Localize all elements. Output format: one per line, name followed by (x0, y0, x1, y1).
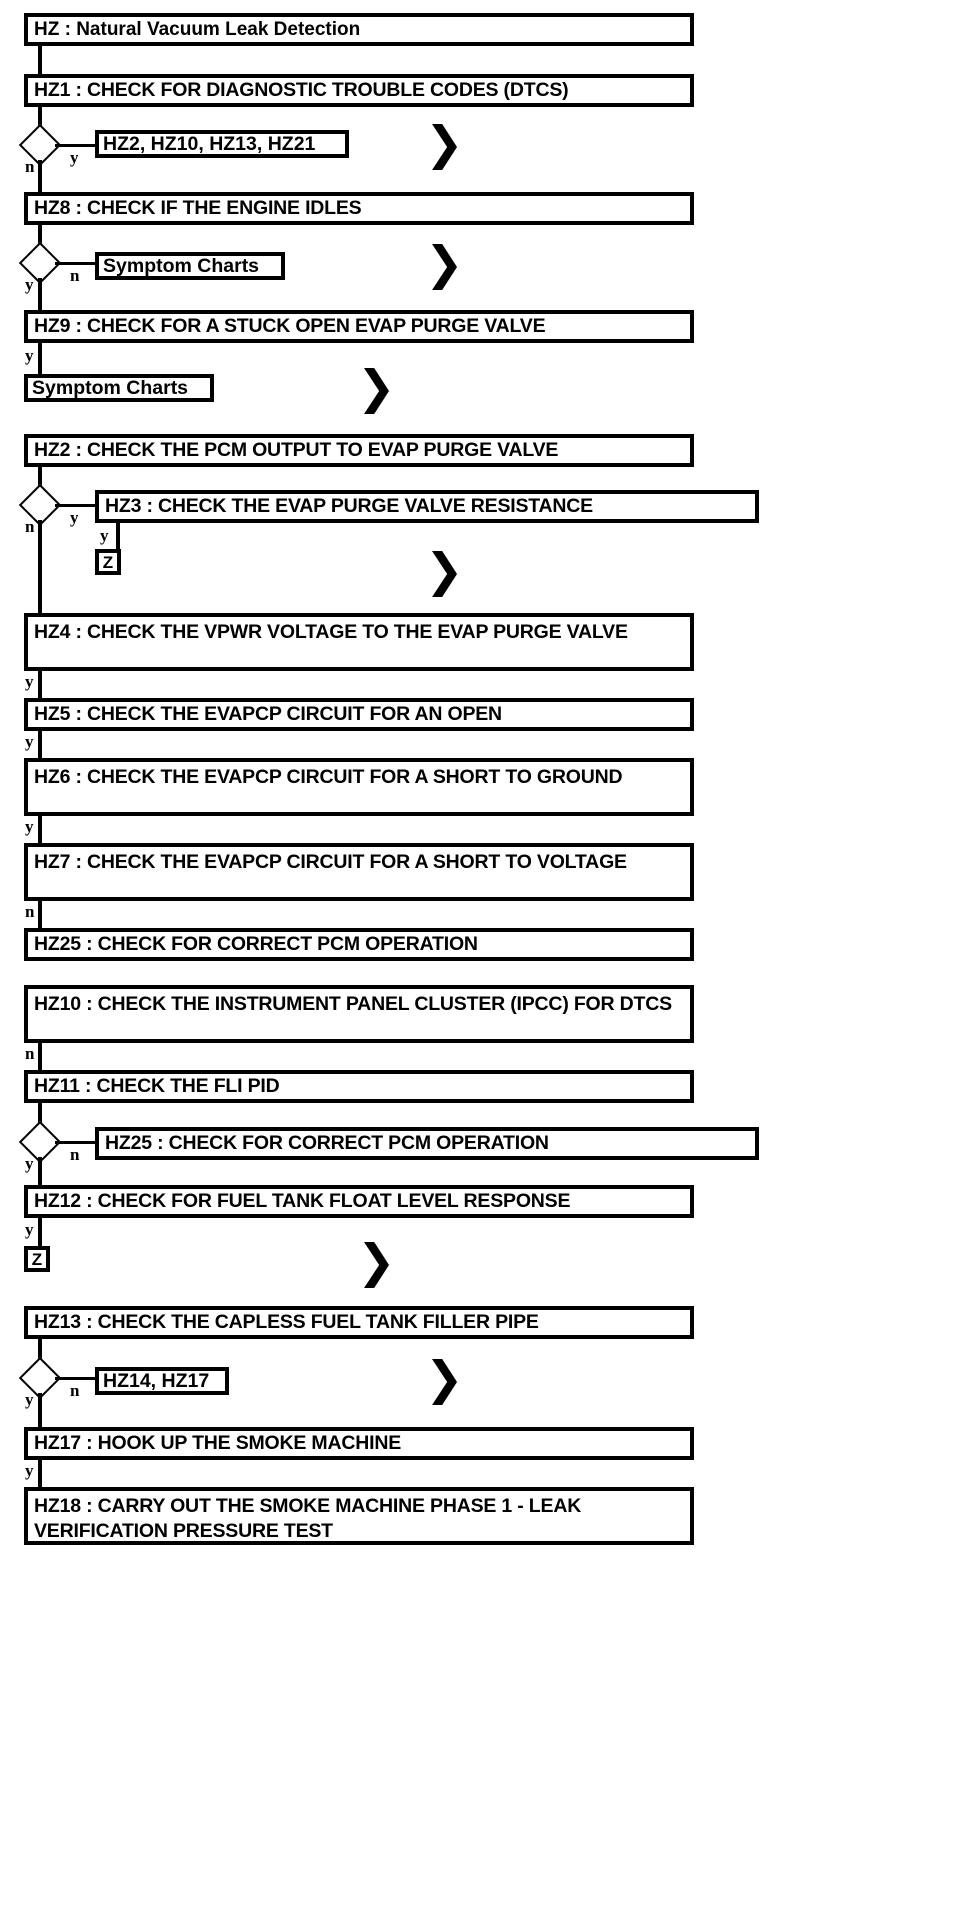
node-hz8: HZ8 : CHECK IF THE ENGINE IDLES (24, 192, 694, 225)
node-label: HZ14, HZ17 (103, 1370, 210, 1392)
branch-label-yes: y (25, 1461, 34, 1480)
offpage-marker-icon: ❯ (357, 1236, 396, 1287)
offpage-marker-icon: ❯ (357, 362, 396, 413)
node-label: HZ10 : CHECK THE INSTRUMENT PANEL CLUSTE… (34, 993, 672, 1015)
branch-line-hz11-no (55, 1141, 97, 1144)
offpage-marker-icon: ❯ (425, 118, 464, 169)
node-hz3: HZ3 : CHECK THE EVAP PURGE VALVE RESISTA… (95, 490, 759, 523)
branch-label-yes: y (25, 817, 34, 836)
connector-hz17-to-hz18 (38, 1460, 42, 1488)
node-label: Z (102, 552, 114, 572)
node-hz9: HZ9 : CHECK FOR A STUCK OPEN EVAP PURGE … (24, 310, 694, 343)
branch-label-yes: y (25, 732, 34, 751)
branch-label-no: n (25, 1044, 35, 1063)
node-ref-symptom-charts-2: Symptom Charts (24, 374, 214, 402)
node-label: Symptom Charts (103, 255, 260, 277)
node-label: HZ13 : CHECK THE CAPLESS FUEL TANK FILLE… (34, 1311, 539, 1333)
node-hz7: HZ7 : CHECK THE EVAPCP CIRCUIT FOR A SHO… (24, 843, 694, 901)
connector-hz-to-hz1 (38, 46, 42, 78)
node-label: HZ3 : CHECK THE EVAP PURGE VALVE RESISTA… (105, 495, 593, 517)
branch-label-yes: y (25, 672, 34, 691)
branch-label-yes: y (70, 508, 79, 527)
branch-label-no: n (70, 266, 80, 285)
branch-label-no: n (25, 517, 35, 536)
node-label: HZ6 : CHECK THE EVAPCP CIRCUIT FOR A SHO… (34, 766, 623, 788)
connector-hz13-to-decision5 (38, 1339, 42, 1363)
branch-label-yes: y (100, 526, 109, 545)
node-hz10: HZ10 : CHECK THE INSTRUMENT PANEL CLUSTE… (24, 985, 694, 1043)
node-hz-title: HZ : Natural Vacuum Leak Detection (24, 13, 694, 46)
connector-hz12-to-z2 (38, 1218, 42, 1248)
node-label: Symptom Charts (32, 377, 189, 399)
connector-hz5-to-hz6 (38, 731, 42, 759)
branch-line-hz1-yes (55, 144, 97, 147)
connector-decision4-yes (38, 1157, 42, 1186)
node-label: HZ4 : CHECK THE VPWR VOLTAGE TO THE EVAP… (34, 621, 628, 643)
connector-hz11-to-decision4 (38, 1103, 42, 1127)
node-label: HZ17 : HOOK UP THE SMOKE MACHINE (34, 1432, 402, 1454)
node-ref-hz14-hz17: HZ14, HZ17 (95, 1367, 229, 1395)
branch-label-yes: y (25, 1390, 34, 1409)
branch-label-yes: y (25, 1220, 34, 1239)
node-hz1: HZ1 : CHECK FOR DIAGNOSTIC TROUBLE CODES… (24, 74, 694, 107)
offpage-marker-icon: ❯ (425, 1353, 464, 1404)
connector-decision5-yes (38, 1393, 42, 1428)
node-hz25-b: HZ25 : CHECK FOR CORRECT PCM OPERATION (95, 1127, 759, 1160)
node-z-connector-2: Z (24, 1246, 50, 1272)
node-z-connector-1: Z (95, 549, 121, 575)
branch-label-yes: y (70, 148, 79, 167)
connector-decision3-no (38, 520, 42, 614)
connector-hz7-to-hz25a (38, 901, 42, 929)
connector-hz8-to-decision2 (38, 225, 42, 249)
node-hz5: HZ5 : CHECK THE EVAPCP CIRCUIT FOR AN OP… (24, 698, 694, 731)
connector-hz2-to-decision3 (38, 467, 42, 491)
node-label: HZ25 : CHECK FOR CORRECT PCM OPERATION (105, 1132, 549, 1154)
branch-line-hz2-yes (55, 504, 97, 507)
node-hz17: HZ17 : HOOK UP THE SMOKE MACHINE (24, 1427, 694, 1460)
connector-hz4-to-hz5 (38, 671, 42, 699)
branch-label-no: n (70, 1145, 80, 1164)
node-label: HZ2, HZ10, HZ13, HZ21 (103, 133, 316, 155)
node-hz12: HZ12 : CHECK FOR FUEL TANK FLOAT LEVEL R… (24, 1185, 694, 1218)
node-hz4: HZ4 : CHECK THE VPWR VOLTAGE TO THE EVAP… (24, 613, 694, 671)
node-label: HZ1 : CHECK FOR DIAGNOSTIC TROUBLE CODES… (34, 79, 569, 101)
connector-hz6-to-hz7 (38, 816, 42, 844)
node-hz6: HZ6 : CHECK THE EVAPCP CIRCUIT FOR A SHO… (24, 758, 694, 816)
node-hz13: HZ13 : CHECK THE CAPLESS FUEL TANK FILLE… (24, 1306, 694, 1339)
node-label: HZ18 : CARRY OUT THE SMOKE MACHINE PHASE… (34, 1495, 587, 1542)
connector-hz3-to-z1 (116, 523, 120, 551)
connector-hz10-to-hz11 (38, 1043, 42, 1071)
node-label: HZ11 : CHECK THE FLI PID (34, 1075, 280, 1097)
branch-label-no: n (25, 902, 35, 921)
node-hz18: HZ18 : CARRY OUT THE SMOKE MACHINE PHASE… (24, 1487, 694, 1545)
connector-hz1-to-decision1 (38, 107, 42, 131)
node-label: HZ : Natural Vacuum Leak Detection (34, 18, 361, 40)
connector-hz9-to-symptom-charts (38, 343, 42, 378)
node-hz2: HZ2 : CHECK THE PCM OUTPUT TO EVAP PURGE… (24, 434, 694, 467)
node-label: HZ25 : CHECK FOR CORRECT PCM OPERATION (34, 933, 478, 955)
node-hz25-a: HZ25 : CHECK FOR CORRECT PCM OPERATION (24, 928, 694, 961)
node-label: HZ12 : CHECK FOR FUEL TANK FLOAT LEVEL R… (34, 1190, 571, 1212)
branch-label-yes: y (25, 346, 34, 365)
node-label: Z (31, 1249, 43, 1269)
node-label: HZ7 : CHECK THE EVAPCP CIRCUIT FOR A SHO… (34, 851, 627, 873)
node-label: HZ8 : CHECK IF THE ENGINE IDLES (34, 197, 362, 219)
connector-decision1-no (38, 160, 42, 193)
connector-decision2-yes (38, 278, 42, 311)
branch-label-no: n (70, 1381, 80, 1400)
branch-line-hz13-no (55, 1377, 97, 1380)
node-label: HZ2 : CHECK THE PCM OUTPUT TO EVAP PURGE… (34, 439, 559, 461)
offpage-marker-icon: ❯ (425, 238, 464, 289)
branch-label-yes: y (25, 275, 34, 294)
offpage-marker-icon: ❯ (425, 545, 464, 596)
branch-label-no: n (25, 157, 35, 176)
node-ref-hz2-hz10-hz13-hz21: HZ2, HZ10, HZ13, HZ21 (95, 130, 349, 158)
branch-line-hz8-no (55, 262, 97, 265)
node-label: HZ5 : CHECK THE EVAPCP CIRCUIT FOR AN OP… (34, 703, 502, 725)
node-ref-symptom-charts-1: Symptom Charts (95, 252, 285, 280)
node-label: HZ9 : CHECK FOR A STUCK OPEN EVAP PURGE … (34, 315, 546, 337)
node-hz11: HZ11 : CHECK THE FLI PID (24, 1070, 694, 1103)
branch-label-yes: y (25, 1154, 34, 1173)
